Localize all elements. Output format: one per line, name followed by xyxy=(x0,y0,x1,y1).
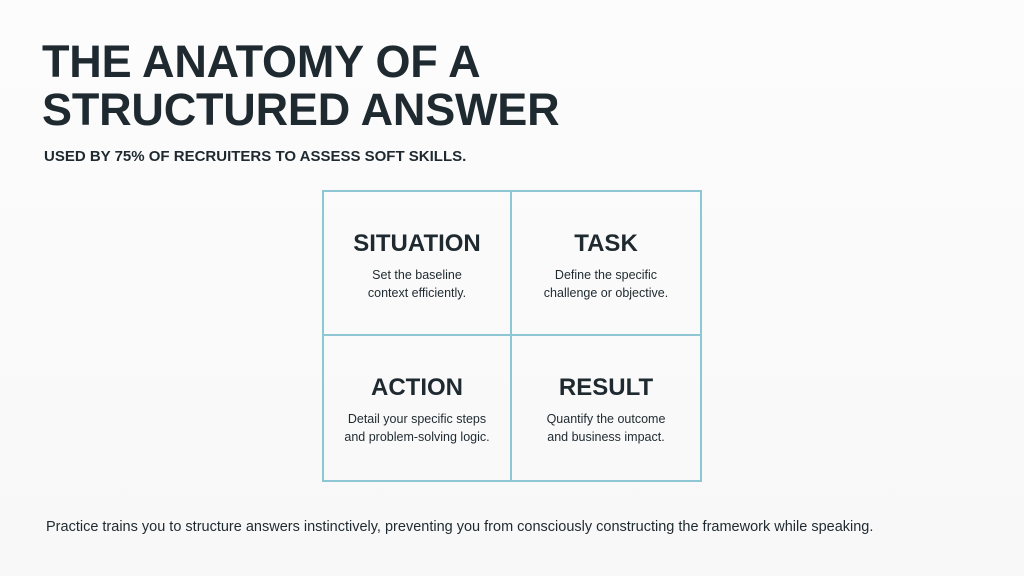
grid-cell-task: TASK Define the specific challenge or ob… xyxy=(512,192,700,336)
cell-description: Set the baseline context efficiently. xyxy=(368,266,466,302)
cell-description: Quantify the outcome and business impact… xyxy=(547,410,666,446)
cell-title: TASK xyxy=(574,230,638,257)
cell-title: SITUATION xyxy=(353,230,481,257)
cell-description-line: Detail your specific steps xyxy=(347,412,487,426)
title-line-2: STRUCTURED ANSWER xyxy=(42,84,560,135)
grid-cell-action: ACTION Detail your specific steps and pr… xyxy=(324,336,512,480)
cell-description-line: Define the specific xyxy=(554,268,658,282)
cell-description: Define the specific challenge or objecti… xyxy=(544,266,668,302)
cell-title: ACTION xyxy=(371,374,463,401)
cell-title: RESULT xyxy=(558,374,654,401)
cell-description-line: Quantify the outcome xyxy=(546,412,666,426)
cell-description: Detail your specific steps and problem-s… xyxy=(344,410,489,446)
grid-cell-situation: SITUATION Set the baseline context effic… xyxy=(324,192,512,336)
cell-description-line: and problem-solving logic. xyxy=(344,430,490,444)
grid-cell-result: RESULT Quantify the outcome and business… xyxy=(512,336,700,480)
footer-note: Practice trains you to structure answers… xyxy=(46,519,874,535)
subtitle: USED BY 75% OF RECRUITERS TO ASSESS SOFT… xyxy=(44,148,467,165)
cell-description-line: Set the baseline xyxy=(372,268,462,282)
cell-description-line: context efficiently. xyxy=(367,286,467,300)
page-title: THE ANATOMY OF A STRUCTURED ANSWER xyxy=(42,36,560,135)
cell-description-line: challenge or objective. xyxy=(543,286,669,300)
cell-description-line: and business impact. xyxy=(547,430,665,444)
star-framework-grid: SITUATION Set the baseline context effic… xyxy=(322,190,702,482)
title-line-1: THE ANATOMY OF A xyxy=(42,36,481,87)
